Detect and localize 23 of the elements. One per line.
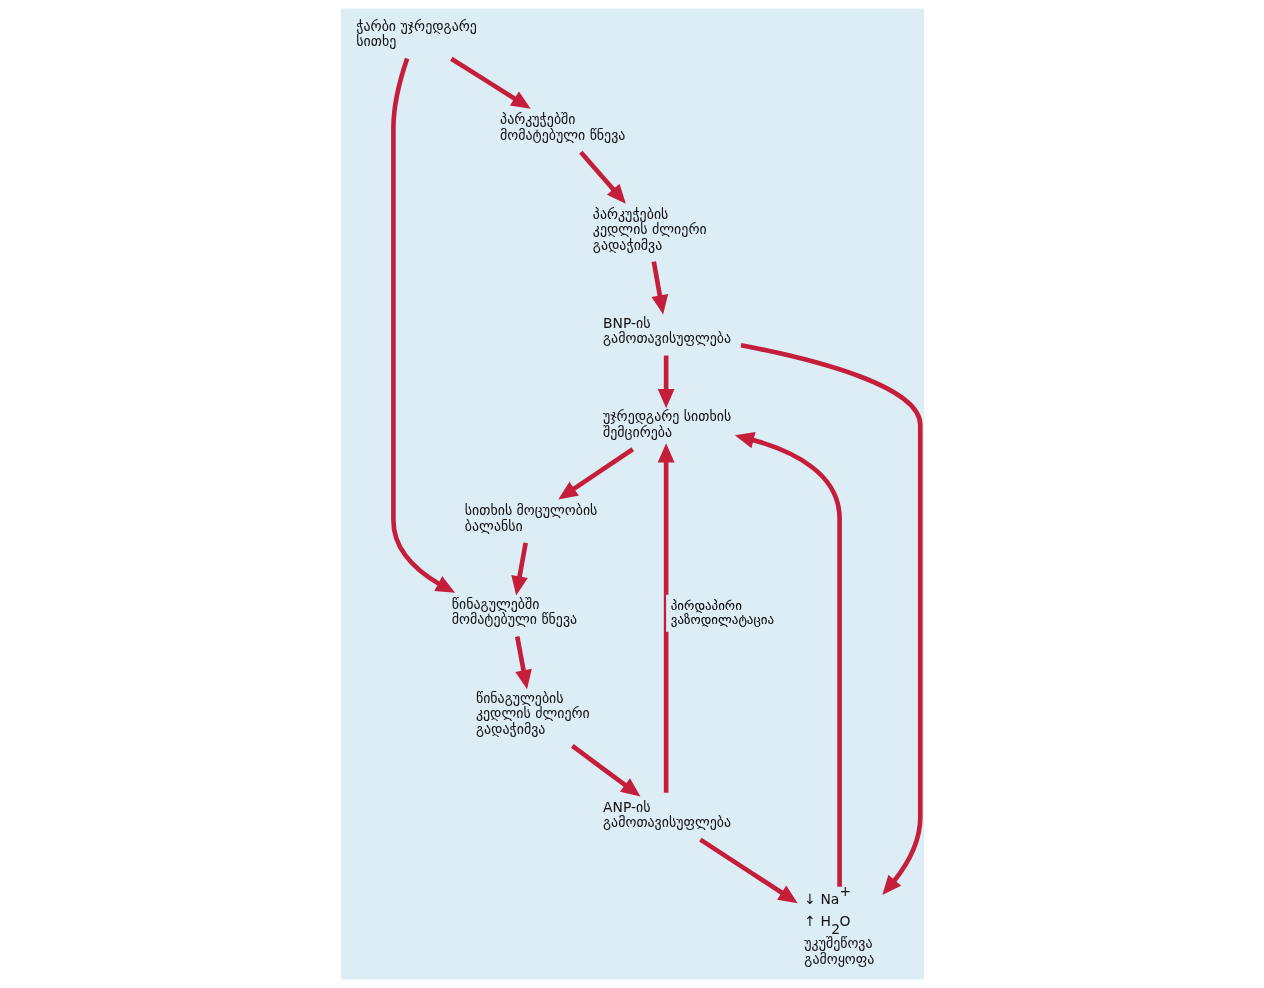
- arrow: [698, 837, 798, 904]
- arrow: [557, 447, 634, 500]
- edge-label: პირდაპირი ვაზოდილატაცია: [670, 597, 774, 627]
- arrow: [578, 150, 626, 204]
- arrow: [390, 57, 455, 593]
- arrow: [740, 342, 923, 895]
- node-text: პარკუჭებში მომატებული წნევა: [499, 111, 625, 144]
- arrow: [651, 261, 668, 315]
- node-text: წინაგულების კედლის ძლიერი გადაჭიმვა: [475, 689, 590, 738]
- arrow: [657, 355, 675, 409]
- arrow: [510, 542, 528, 596]
- node-text: ჭარბი უჯრედგარე სითხე: [355, 17, 477, 50]
- arrow: [514, 636, 532, 690]
- node-text: ANP-ის გამოთავისუფლება: [602, 798, 731, 831]
- node-text: პარკუჭების კედლის ძლიერი გადაჭიმვა: [592, 205, 707, 254]
- node-text: წინაგულებში მომატებული წნევა: [451, 595, 577, 628]
- arrow: [449, 56, 531, 109]
- node-text: სითხის მოცულობის ბალანსი: [464, 501, 597, 534]
- arrow: [734, 431, 842, 887]
- node-text: უჯრედგარე სითხის შემცირება: [602, 408, 731, 440]
- arrow: [657, 443, 675, 793]
- arrow: [570, 744, 640, 797]
- node-text: BNP-ის გამოთავისუფლება: [602, 314, 731, 347]
